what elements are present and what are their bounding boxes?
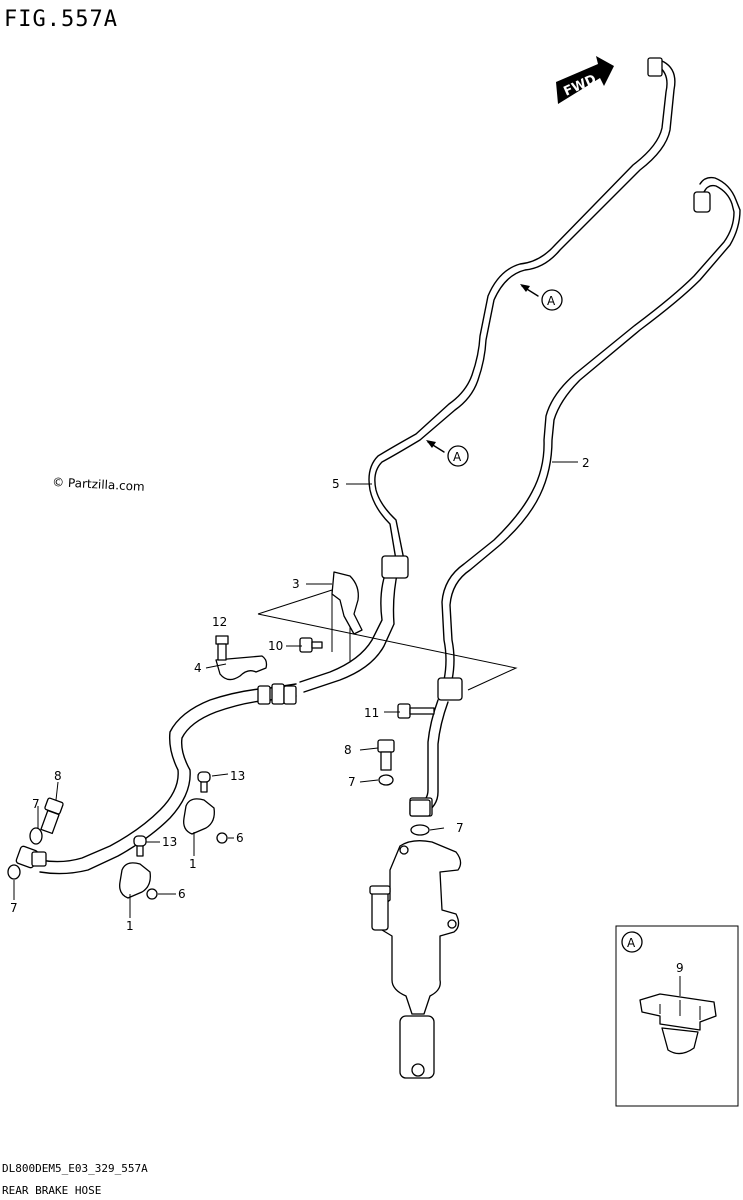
callout-13-upper[interactable]: 13 — [230, 769, 245, 783]
callout-7-left-lower[interactable]: 7 — [10, 901, 18, 915]
figure-code: DL800DEM5_E03_329_557A — [2, 1162, 148, 1175]
bolt-10 — [299, 637, 323, 653]
callout-1-upper[interactable]: 1 — [189, 857, 197, 871]
callout-6-lower[interactable]: 6 — [178, 887, 186, 901]
svg-text:A: A — [453, 450, 462, 464]
svg-text:A: A — [547, 294, 556, 308]
union-bolt-8-left — [7, 797, 64, 880]
callout-7-left-upper[interactable]: 7 — [32, 797, 40, 811]
bolt-11 — [397, 703, 435, 719]
callout-2[interactable]: 2 — [582, 456, 590, 470]
callout-5[interactable]: 5 — [332, 477, 340, 491]
leader-lines — [13, 461, 578, 918]
spacer-1-lower — [119, 835, 158, 900]
callout-3[interactable]: 3 — [292, 577, 300, 591]
callout-10[interactable]: 10 — [268, 639, 283, 653]
callout-11[interactable]: 11 — [364, 706, 379, 720]
callout-13-lower[interactable]: 13 — [162, 835, 177, 849]
watermark: © Partzilla.com — [52, 475, 145, 494]
callout-6-upper[interactable]: 6 — [236, 831, 244, 845]
ref-mark-a-lower[interactable]: A — [426, 440, 469, 467]
callout-12[interactable]: 12 — [212, 615, 227, 629]
rear-master-cylinder — [369, 840, 462, 1079]
callout-4[interactable]: 4 — [194, 661, 202, 675]
brake-hose-5 — [15, 57, 676, 875]
callout-7-right-upper[interactable]: 7 — [348, 775, 356, 789]
callout-8-left[interactable]: 8 — [54, 769, 62, 783]
brake-hose-2 — [409, 176, 741, 817]
figure-name: REAR BRAKE HOSE — [2, 1184, 101, 1197]
bolt-12 — [215, 635, 229, 661]
callout-7-right-lower[interactable]: 7 — [456, 821, 464, 835]
figure-title: FIG.557A — [4, 7, 118, 32]
spacer-1-upper — [183, 771, 228, 844]
callout-1-lower[interactable]: 1 — [126, 919, 134, 933]
clamp-4 — [215, 655, 268, 681]
clamp-3 — [331, 571, 363, 635]
callout-8-right[interactable]: 8 — [344, 743, 352, 757]
inset-detail-a: A 9 — [615, 925, 739, 1107]
union-bolt-8-right — [377, 739, 431, 836]
fwd-arrow-icon: FWD — [556, 56, 614, 104]
svg-text:A: A — [627, 936, 636, 950]
callout-9[interactable]: 9 — [676, 961, 684, 975]
ref-mark-a-upper[interactable]: A — [520, 284, 563, 311]
